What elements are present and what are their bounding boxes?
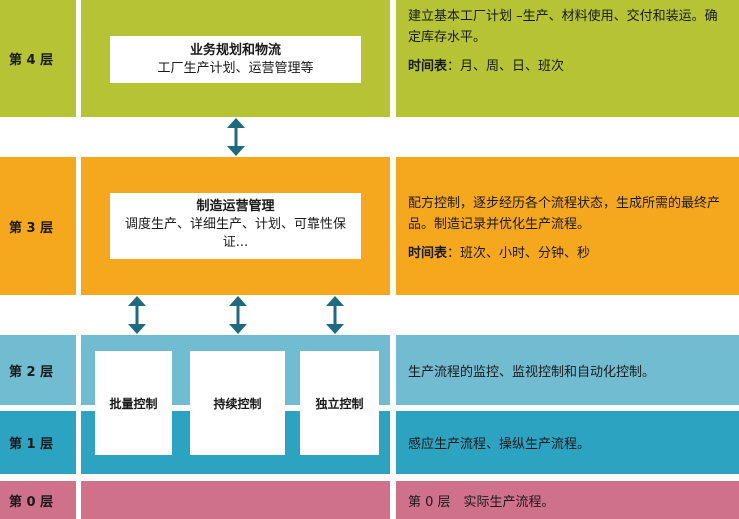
double-arrow-icon-continuous <box>229 296 247 334</box>
business-planning-box: 业务规划和物流 工厂生产计划、运营管理等 <box>110 36 361 83</box>
level-2-description: 生产流程的监控、监视控制和自动化控制。 <box>396 335 739 405</box>
level-1-label: 第 1 层 <box>0 411 76 474</box>
level-4-panel: 业务规划和物流 工厂生产计划、运营管理等 <box>81 0 390 117</box>
level-4-label: 第 4 层 <box>0 0 76 117</box>
level-0-label: 第 0 层 <box>0 481 76 519</box>
discrete-control-box: 独立控制 <box>300 351 379 455</box>
level-3-panel: 制造运营管理 调度生产、详细生产、计划、可靠性保证... <box>81 157 390 295</box>
level-1-description: 感应生产流程、操纵生产流程。 <box>396 411 739 474</box>
mom-box: 制造运营管理 调度生产、详细生产、计划、可靠性保证... <box>110 193 361 259</box>
batch-control-box: 批量控制 <box>95 351 172 455</box>
level-4-desc-text: 建立基本工厂计划 –生产、材料使用、交付和装运。确定库存水平。 <box>408 9 718 45</box>
level-4-schedule: 时间表：月、周、日、班次 <box>408 59 565 74</box>
continuous-control-box: 持续控制 <box>190 351 285 455</box>
business-planning-text: 工厂生产计划、运营管理等 <box>157 61 314 76</box>
level-3-label: 第 3 层 <box>0 157 76 295</box>
double-arrow-icon-l4-l3 <box>227 118 245 156</box>
level-4-description: 建立基本工厂计划 –生产、材料使用、交付和装运。确定库存水平。 时间表：月、周、… <box>396 0 739 117</box>
mom-text: 调度生产、详细生产、计划、可靠性保证... <box>124 217 346 250</box>
level-3-schedule: 时间表：班次、小时、分钟、秒 <box>408 246 591 261</box>
level-3-desc-text: 配方控制，逐步经历各个流程状态，生成所需的最终产品。制造记录并优化生产流程。 <box>408 196 721 232</box>
double-arrow-icon-batch <box>128 296 146 334</box>
double-arrow-icon-discrete <box>326 296 344 334</box>
level-0-panel <box>81 481 390 519</box>
level-3-description: 配方控制，逐步经历各个流程状态，生成所需的最终产品。制造记录并优化生产流程。 时… <box>396 157 739 295</box>
level-2-label: 第 2 层 <box>0 335 76 405</box>
business-planning-title: 业务规划和物流 <box>189 43 281 58</box>
level-0-description: 第 0 层 实际生产流程。 <box>396 481 739 519</box>
mom-title: 制造运营管理 <box>196 199 275 214</box>
